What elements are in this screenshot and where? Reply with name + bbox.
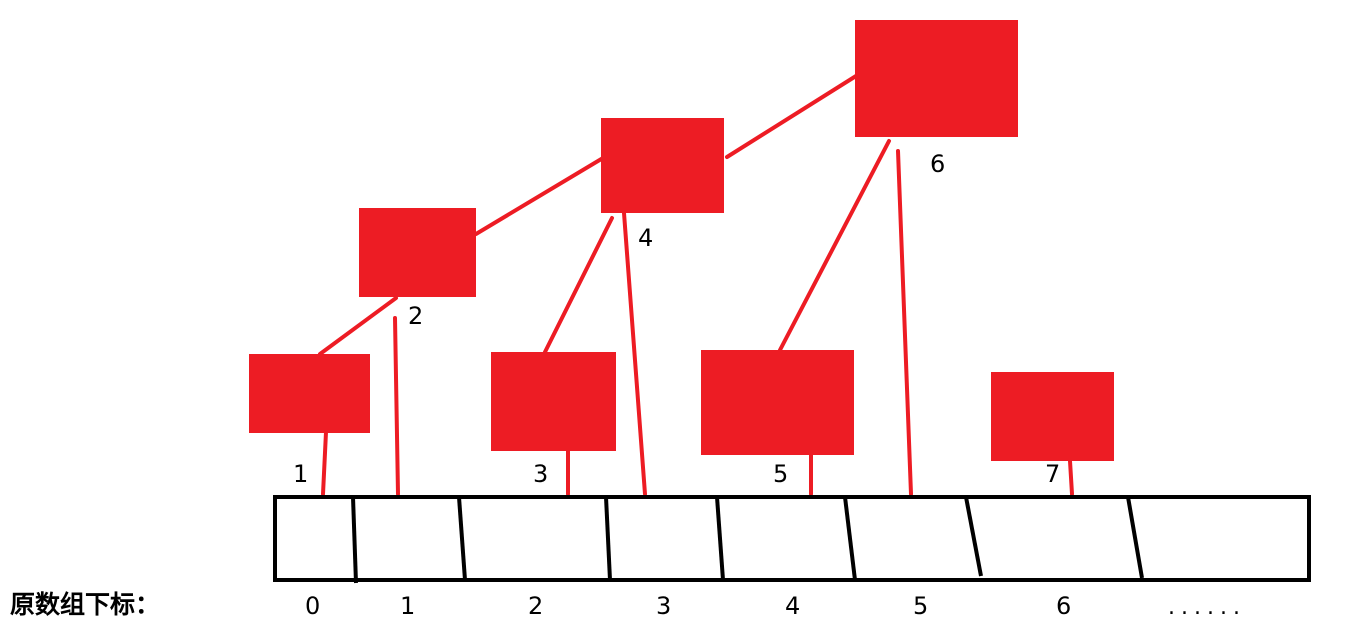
tree-node-4 — [601, 118, 724, 213]
array-index-1: 1 — [400, 592, 415, 620]
edge-node5-node6 — [778, 139, 891, 352]
tree-node-label-4: 4 — [638, 224, 653, 252]
array-divider-1 — [351, 496, 358, 584]
tree-nodes — [249, 20, 1114, 461]
original-array — [273, 495, 1311, 584]
array-index-caption: 原数组下标： — [10, 590, 160, 619]
array-index-labels: 0 1 2 3 4 5 6 — [305, 592, 1071, 620]
tree-node-label-3: 3 — [533, 460, 548, 488]
array-ellipsis: ...... — [1168, 595, 1246, 620]
tree-node-label-2: 2 — [408, 302, 423, 330]
tree-node-6 — [855, 20, 1018, 137]
edge-node2-node4 — [474, 156, 605, 236]
array-divider-5 — [843, 496, 857, 581]
tree-node-5 — [701, 350, 854, 455]
tree-node-label-1: 1 — [293, 460, 308, 488]
tree-node-7 — [991, 372, 1114, 461]
edge-node7-array — [1068, 459, 1074, 496]
array-index-4: 4 — [785, 592, 800, 620]
array-divider-2 — [457, 496, 467, 581]
tree-edges — [318, 74, 1074, 496]
edge-node4-array — [622, 211, 647, 496]
array-divider-4 — [715, 496, 725, 581]
tree-node-2 — [359, 208, 476, 297]
array-index-6: 6 — [1056, 592, 1071, 620]
edge-node2-array — [393, 316, 400, 496]
edge-node1-array — [321, 430, 328, 496]
tree-node-3 — [491, 352, 616, 451]
array-divider-7 — [1126, 496, 1144, 579]
array-index-2: 2 — [528, 592, 543, 620]
tree-node-labels: 1 2 3 4 5 6 7 — [293, 150, 1060, 488]
edge-node3-node4 — [543, 216, 614, 354]
array-index-5: 5 — [913, 592, 928, 620]
array-outline — [273, 495, 1311, 582]
array-divider-6 — [964, 496, 983, 577]
array-index-0: 0 — [305, 592, 320, 620]
tree-node-label-7: 7 — [1045, 460, 1060, 488]
array-index-3: 3 — [656, 592, 671, 620]
array-divider-3 — [604, 496, 612, 581]
edge-node6-array — [896, 149, 913, 496]
edge-node1-node2 — [318, 296, 398, 356]
tree-node-1 — [249, 354, 370, 433]
tree-node-label-5: 5 — [773, 460, 788, 488]
tree-node-label-6: 6 — [930, 150, 945, 178]
edge-node4-node6 — [725, 74, 858, 159]
